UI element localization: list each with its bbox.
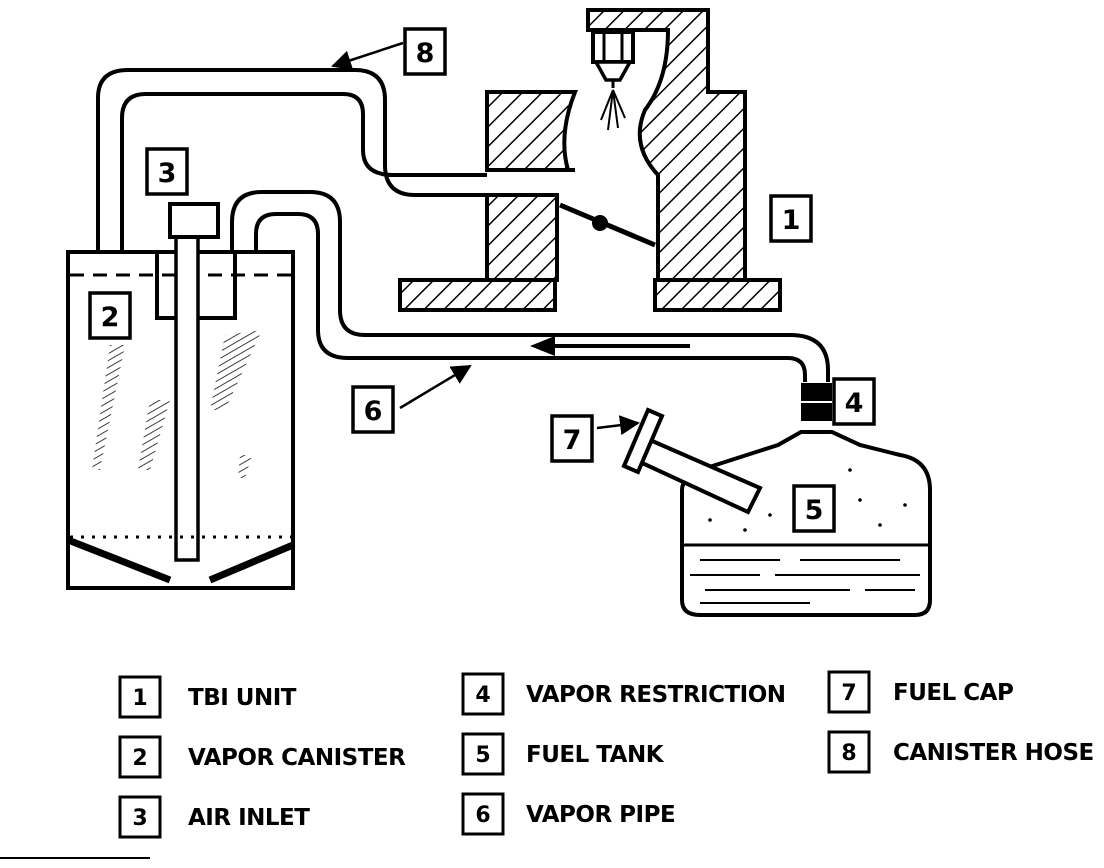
legend-item-8: 8 CANISTER HOSE (827, 730, 1094, 774)
callout-3: 3 (145, 147, 189, 196)
callout-4: 4 (832, 377, 876, 426)
vapor-canister (66, 233, 295, 590)
legend-item-2: 2 VAPOR CANISTER (118, 735, 407, 779)
svg-text:4: 4 (845, 388, 864, 419)
callout-1: 1 (769, 194, 813, 243)
svg-text:6: 6 (475, 803, 490, 828)
fuel-cap (621, 407, 665, 475)
svg-text:3: 3 (132, 806, 147, 831)
svg-text:FUEL CAP: FUEL CAP (893, 680, 1013, 706)
svg-text:8: 8 (841, 741, 856, 766)
legend-item-4: 4 VAPOR RESTRICTION (461, 672, 786, 716)
svg-text:7: 7 (563, 425, 582, 456)
fuel-injector (591, 30, 635, 131)
svg-text:VAPOR RESTRICTION: VAPOR RESTRICTION (526, 682, 786, 708)
svg-text:VAPOR CANISTER: VAPOR CANISTER (188, 745, 406, 771)
svg-text:VAPOR PIPE: VAPOR PIPE (526, 802, 675, 828)
svg-text:6: 6 (364, 396, 383, 427)
svg-text:3: 3 (158, 158, 177, 189)
svg-text:2: 2 (132, 746, 147, 771)
legend-item-5: 5 FUEL TANK (461, 732, 665, 776)
legend-item-3: 3 AIR INLET (118, 795, 311, 839)
svg-text:5: 5 (805, 495, 824, 526)
svg-text:TBI UNIT: TBI UNIT (188, 685, 297, 711)
vapor-pipe (230, 190, 830, 382)
air-inlet (168, 202, 220, 239)
svg-text:5: 5 (475, 743, 490, 768)
svg-text:7: 7 (841, 681, 856, 706)
legend: 1 TBI UNIT 2 VAPOR CANISTER 3 AIR INLET … (118, 670, 1094, 839)
svg-text:1: 1 (782, 205, 801, 236)
callout-5: 5 (792, 484, 836, 533)
legend-item-1: 1 TBI UNIT (118, 675, 297, 719)
svg-text:4: 4 (475, 683, 490, 708)
canister-hose (96, 68, 487, 252)
callout-6: 6 (351, 364, 472, 434)
legend-item-7: 7 FUEL CAP (827, 670, 1014, 714)
svg-text:2: 2 (101, 302, 120, 333)
legend-item-6: 6 VAPOR PIPE (461, 792, 676, 836)
tbi-unit (398, 8, 782, 312)
svg-text:AIR INLET: AIR INLET (188, 805, 310, 831)
svg-text:FUEL TANK: FUEL TANK (526, 742, 665, 768)
callout-7: 7 (550, 414, 640, 463)
svg-text:8: 8 (416, 38, 435, 69)
svg-text:CANISTER HOSE: CANISTER HOSE (893, 740, 1094, 766)
throttle-plate (559, 202, 656, 248)
fuel-tank (637, 430, 932, 617)
vapor-restriction (801, 383, 832, 421)
callout-2: 2 (88, 291, 132, 340)
svg-text:1: 1 (132, 686, 147, 711)
callout-8: 8 (331, 27, 447, 76)
